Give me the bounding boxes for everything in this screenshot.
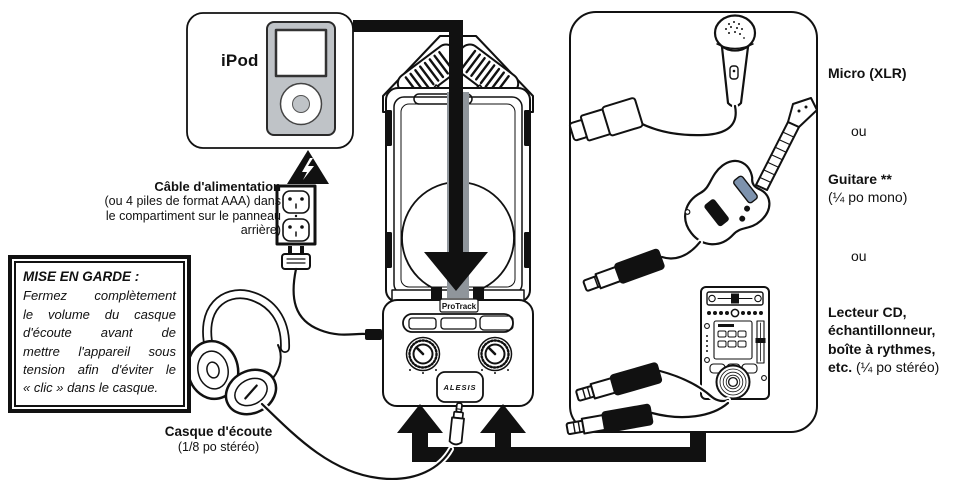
quarter-inch-plug-guitar-icon bbox=[582, 248, 665, 292]
caution-inner: MISE EN GARDE : Fermez complètement le v… bbox=[14, 261, 185, 407]
label-guitar-title: Guitare ** bbox=[828, 171, 892, 187]
headphones-subtitle: (1/8 po stéréo) bbox=[177, 440, 260, 455]
label-guitar: Guitare ** (¼ po mono) bbox=[828, 170, 907, 207]
alesis-tab bbox=[436, 371, 484, 403]
label-cd-line2: échantillonneur, bbox=[828, 322, 936, 339]
stereo-cables bbox=[649, 368, 731, 421]
label-or-1: ou bbox=[851, 123, 867, 139]
headphone-cord bbox=[259, 401, 454, 482]
caution-line: le volume du casque bbox=[23, 306, 176, 322]
input-arrow-right-shaft bbox=[495, 430, 511, 448]
input-arrow-right-icon bbox=[480, 404, 526, 433]
power-cable-line4: arrière) bbox=[240, 223, 281, 238]
brand-label: ProTrack bbox=[442, 302, 477, 311]
label-guitar-subtitle: (¼ po mono) bbox=[828, 189, 908, 206]
caution-title: MISE EN GARDE : bbox=[23, 269, 140, 284]
caution-line: tension afin d'éviter le bbox=[23, 361, 176, 377]
ipod-dock-cable bbox=[353, 20, 488, 291]
power-outlet-icon bbox=[275, 184, 317, 246]
eighth-inch-plug-icon bbox=[448, 402, 465, 446]
label-cd-line4-bold: etc. bbox=[828, 359, 853, 376]
power-cord bbox=[292, 267, 382, 340]
brand-plate bbox=[439, 298, 479, 313]
warning-triangle-icon bbox=[287, 150, 329, 184]
label-cd-line3: boîte à rythmes, bbox=[828, 340, 936, 357]
caution-line: d'écoute avant de bbox=[23, 325, 176, 341]
stereo-plug-2-icon bbox=[565, 403, 654, 436]
power-jack-plug bbox=[365, 329, 382, 340]
headphones-illustration bbox=[186, 289, 291, 416]
xlr-connector-icon bbox=[568, 97, 644, 142]
caution-line: Fermez complètement bbox=[23, 288, 176, 304]
level-knob-left bbox=[405, 336, 441, 374]
guitar-illustration bbox=[684, 97, 818, 246]
caution-box: MISE EN GARDE : Fermez complètement le v… bbox=[8, 255, 191, 413]
alesis-logo: ALESIS bbox=[442, 383, 476, 392]
ipod-illustration bbox=[266, 21, 336, 136]
ipod-label: iPod bbox=[221, 51, 259, 70]
input-arrow-left-shaft bbox=[412, 430, 428, 448]
label-cd-line4-rest: (¼ po stéréo) bbox=[852, 359, 940, 376]
label-cd-sources: Lecteur CD, échantillonneur, boîte à ryt… bbox=[828, 303, 939, 377]
guitar-cable bbox=[659, 239, 703, 262]
label-cd-line4: etc. (¼ po stéréo) bbox=[828, 358, 939, 376]
cd-player-illustration bbox=[700, 286, 770, 400]
power-cable-label: Câble d'alimentation (ou 4 piles de form… bbox=[61, 179, 281, 238]
power-plug-icon bbox=[281, 246, 311, 270]
label-cd-line1: Lecteur CD, bbox=[828, 304, 907, 320]
label-or-2: ou bbox=[851, 248, 867, 264]
headphones-label: Casque d'écoute (1/8 po stéréo) bbox=[126, 424, 311, 455]
power-cable-line3: le compartiment sur le panneau bbox=[105, 208, 281, 223]
mic-cable bbox=[637, 103, 739, 139]
stereo-plug-1-icon bbox=[575, 362, 663, 402]
level-knob-right bbox=[477, 336, 513, 374]
ipod-dock-arrow-icon bbox=[424, 252, 488, 291]
headphones-title: Casque d'écoute bbox=[164, 424, 273, 439]
input-bus-bar bbox=[397, 404, 706, 462]
ipod-screen bbox=[274, 28, 328, 78]
power-cable-line2: (ou 4 piles de format AAA) dans bbox=[104, 194, 281, 209]
caution-line: « clic » dans le casque. bbox=[23, 380, 159, 396]
power-cable-title: Câble d'alimentation bbox=[154, 179, 281, 194]
input-arrow-left-icon bbox=[397, 404, 443, 433]
caution-line: mettre l'appareil sous bbox=[23, 343, 176, 359]
label-mic: Micro (XLR) bbox=[828, 65, 907, 81]
